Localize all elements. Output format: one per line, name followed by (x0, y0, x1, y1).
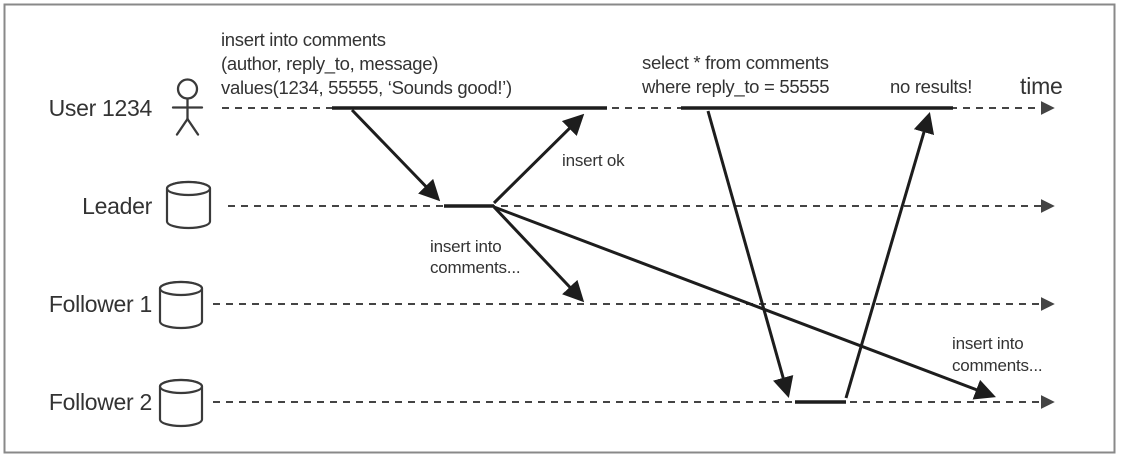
replicate-follower2-label: insert into comments... (952, 334, 1043, 375)
insert-query-text: insert into comments (author, reply_to, … (221, 29, 512, 98)
insert-ok-label: insert ok (562, 151, 625, 170)
insert-query-line3: values(1234, 55555, ‘Sounds good!’) (221, 77, 512, 98)
no-results-label: no results! (890, 76, 972, 97)
select-query-line1: select * from comments (642, 52, 829, 73)
replicate-to-follower1-arrow (492, 205, 585, 303)
insert-query-line2: (author, reply_to, message) (221, 53, 438, 75)
replicate-f1-line2: comments... (430, 258, 520, 277)
person-leg-right (186, 117, 200, 136)
insert-request-arrow (350, 108, 441, 202)
insert-query-line1: insert into comments (221, 29, 386, 50)
replicate-f2-line1: insert into (952, 334, 1024, 353)
select-query-text: select * from comments where reply_to = … (641, 52, 830, 98)
replicate-follower1-label: insert into comments... (430, 237, 521, 277)
actor-label-follower1: Follower 1 (49, 291, 152, 317)
actor-label-leader: Leader (82, 193, 152, 219)
select-request-arrow (706, 110, 794, 399)
database-icon-follower1 (158, 280, 204, 330)
time-axis-label: time (1020, 73, 1063, 99)
actor-label-follower2: Follower 2 (49, 389, 152, 415)
select-query-line2: where reply_to = 55555 (641, 76, 829, 98)
insert-ok-arrow (492, 113, 585, 205)
figure-border (3, 3, 1116, 454)
replicate-f1-line1: insert into (430, 237, 502, 256)
database-icon-follower2 (158, 378, 204, 428)
no-results-arrow (844, 111, 935, 399)
database-icon-leader (165, 180, 212, 230)
person-icon (171, 78, 204, 136)
person-leg-left (175, 117, 189, 136)
person-head (176, 78, 199, 100)
replicate-to-follower2-arrow (493, 205, 996, 400)
actor-label-user: User 1234 (49, 95, 153, 121)
replicate-f2-line2: comments... (952, 356, 1042, 375)
